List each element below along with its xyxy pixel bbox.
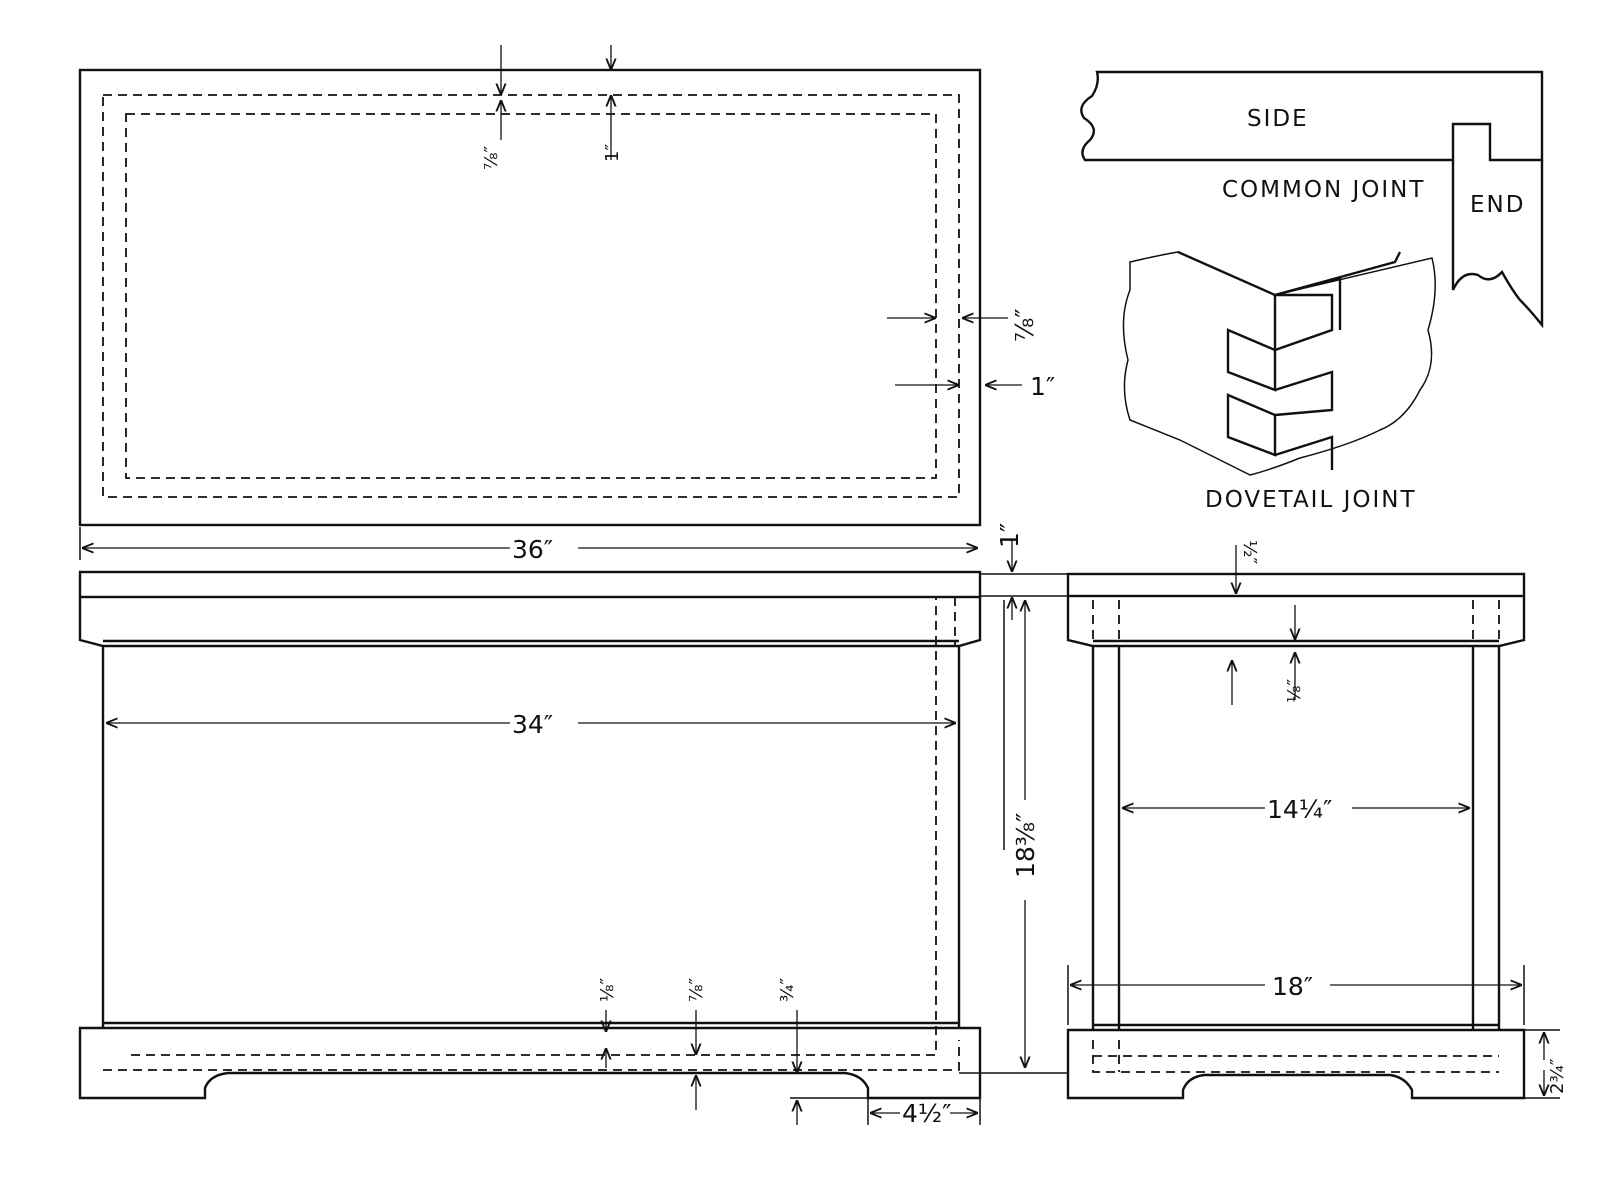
lid-thickness-dimension: 1″ [980, 523, 1068, 620]
dim-top-width: 36″ [512, 535, 553, 564]
lid-plan-view: ⅞″ 1″ ⅞″ 1″ [78, 45, 1055, 527]
end-elevation: ½″ ⅛″ 14¼″ 18″ 2¾″ [1066, 540, 1568, 1100]
overall-width-dimension: 36″ [79, 527, 978, 564]
dim-inner-width: 34″ [512, 710, 553, 739]
dim-height: 18⅜″ [1011, 813, 1040, 878]
dim-base-1-8: ⅛″ [597, 978, 618, 1002]
label-dovetail-joint: DOVETAIL JOINT [1205, 487, 1417, 513]
dim-lid-margin-7-8: ⅞″ [1010, 308, 1039, 342]
dim-lid-1: 1″ [602, 144, 623, 162]
label-end: END [1470, 192, 1525, 218]
front-elevation: 34″ ⅛″ ⅞″ ¾″ 4½″ [78, 570, 982, 1128]
dovetail-joint-detail: DOVETAIL JOINT [1122, 250, 1436, 513]
label-common-joint: COMMON JOINT [1222, 177, 1425, 203]
dim-foot-4-half: 4½″ [902, 1099, 951, 1128]
label-side: SIDE [1247, 106, 1309, 132]
dim-end-inner-width: 14¼″ [1267, 795, 1332, 824]
dim-base-7-8: ⅞″ [686, 978, 707, 1002]
dim-lid-half: ½″ [1239, 540, 1260, 564]
dim-base-height: 2¾″ [1547, 1058, 1568, 1094]
dim-lid-thickness: 1″ [995, 523, 1024, 548]
dim-lid-margin-1: 1″ [1030, 372, 1055, 401]
dim-lid-7-8: ⅞″ [481, 146, 502, 170]
common-joint-detail: SIDE COMMON JOINT END [1080, 70, 1544, 329]
dim-end-width: 18″ [1272, 972, 1313, 1001]
dim-top-rail-1-8: ⅛″ [1284, 679, 1305, 703]
height-dimension: 18⅜″ [959, 600, 1068, 1074]
dim-base-3-4: ¾″ [777, 978, 798, 1002]
